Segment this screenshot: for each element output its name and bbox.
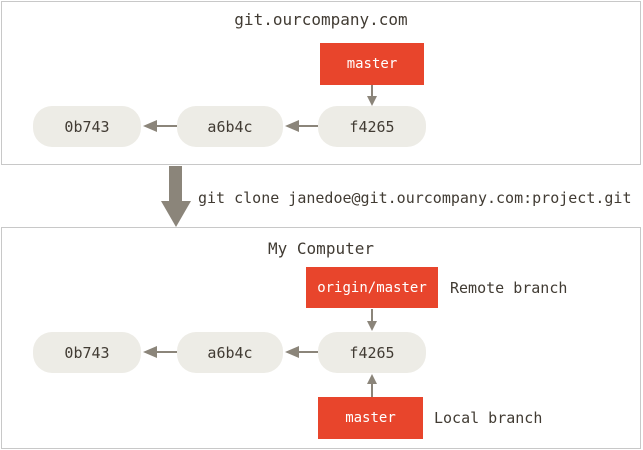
- origin-master-branch-text: origin/master: [317, 279, 427, 296]
- commit-node: a6b4c: [177, 332, 283, 373]
- master-branch-label: master: [320, 43, 424, 85]
- clone-command: git clone janedoe@git.ourcompany.com:pro…: [198, 189, 632, 207]
- commit-node: 0b743: [33, 332, 141, 373]
- branch-pointer-line: [371, 309, 373, 322]
- parent-link-line: [299, 125, 318, 127]
- commit-node: a6b4c: [177, 106, 283, 147]
- commit-id: a6b4c: [207, 343, 253, 362]
- parent-link-line: [157, 125, 177, 127]
- branch-pointer-line: [371, 383, 373, 397]
- parent-link-line: [157, 351, 177, 353]
- arrow-left-icon: [285, 346, 299, 358]
- arrow-left-icon: [143, 120, 157, 132]
- local-master-branch-label: master: [318, 397, 423, 439]
- commit-id: f4265: [349, 117, 395, 136]
- remote-server-title: git.ourcompany.com: [234, 10, 408, 29]
- commit-id: a6b4c: [207, 117, 253, 136]
- commit-node: 0b743: [33, 106, 141, 147]
- master-branch-text: master: [346, 56, 398, 72]
- local-computer-title: My Computer: [268, 239, 374, 258]
- clone-arrow-shaft: [169, 166, 182, 202]
- local-computer-panel: My Computer origin/master Remote branch …: [1, 227, 641, 449]
- arrow-down-icon: [367, 321, 377, 331]
- local-branch-annotation: Local branch: [434, 409, 543, 427]
- big-arrow-down-icon: [161, 201, 191, 227]
- arrow-up-icon: [367, 374, 377, 384]
- remote-branch-annotation: Remote branch: [450, 279, 568, 297]
- origin-master-branch-label: origin/master: [306, 267, 438, 308]
- commit-id: f4265: [349, 343, 395, 362]
- commit-node: f4265: [318, 332, 426, 373]
- local-master-branch-text: master: [345, 410, 396, 426]
- branch-pointer-line: [371, 85, 373, 97]
- parent-link-line: [299, 351, 318, 353]
- commit-node: f4265: [318, 106, 426, 147]
- arrow-left-icon: [143, 346, 157, 358]
- arrow-down-icon: [367, 96, 377, 106]
- arrow-left-icon: [285, 120, 299, 132]
- remote-server-panel: git.ourcompany.com master 0b743 a6b4c f4…: [1, 1, 641, 165]
- commit-id: 0b743: [64, 117, 110, 136]
- commit-id: 0b743: [64, 343, 110, 362]
